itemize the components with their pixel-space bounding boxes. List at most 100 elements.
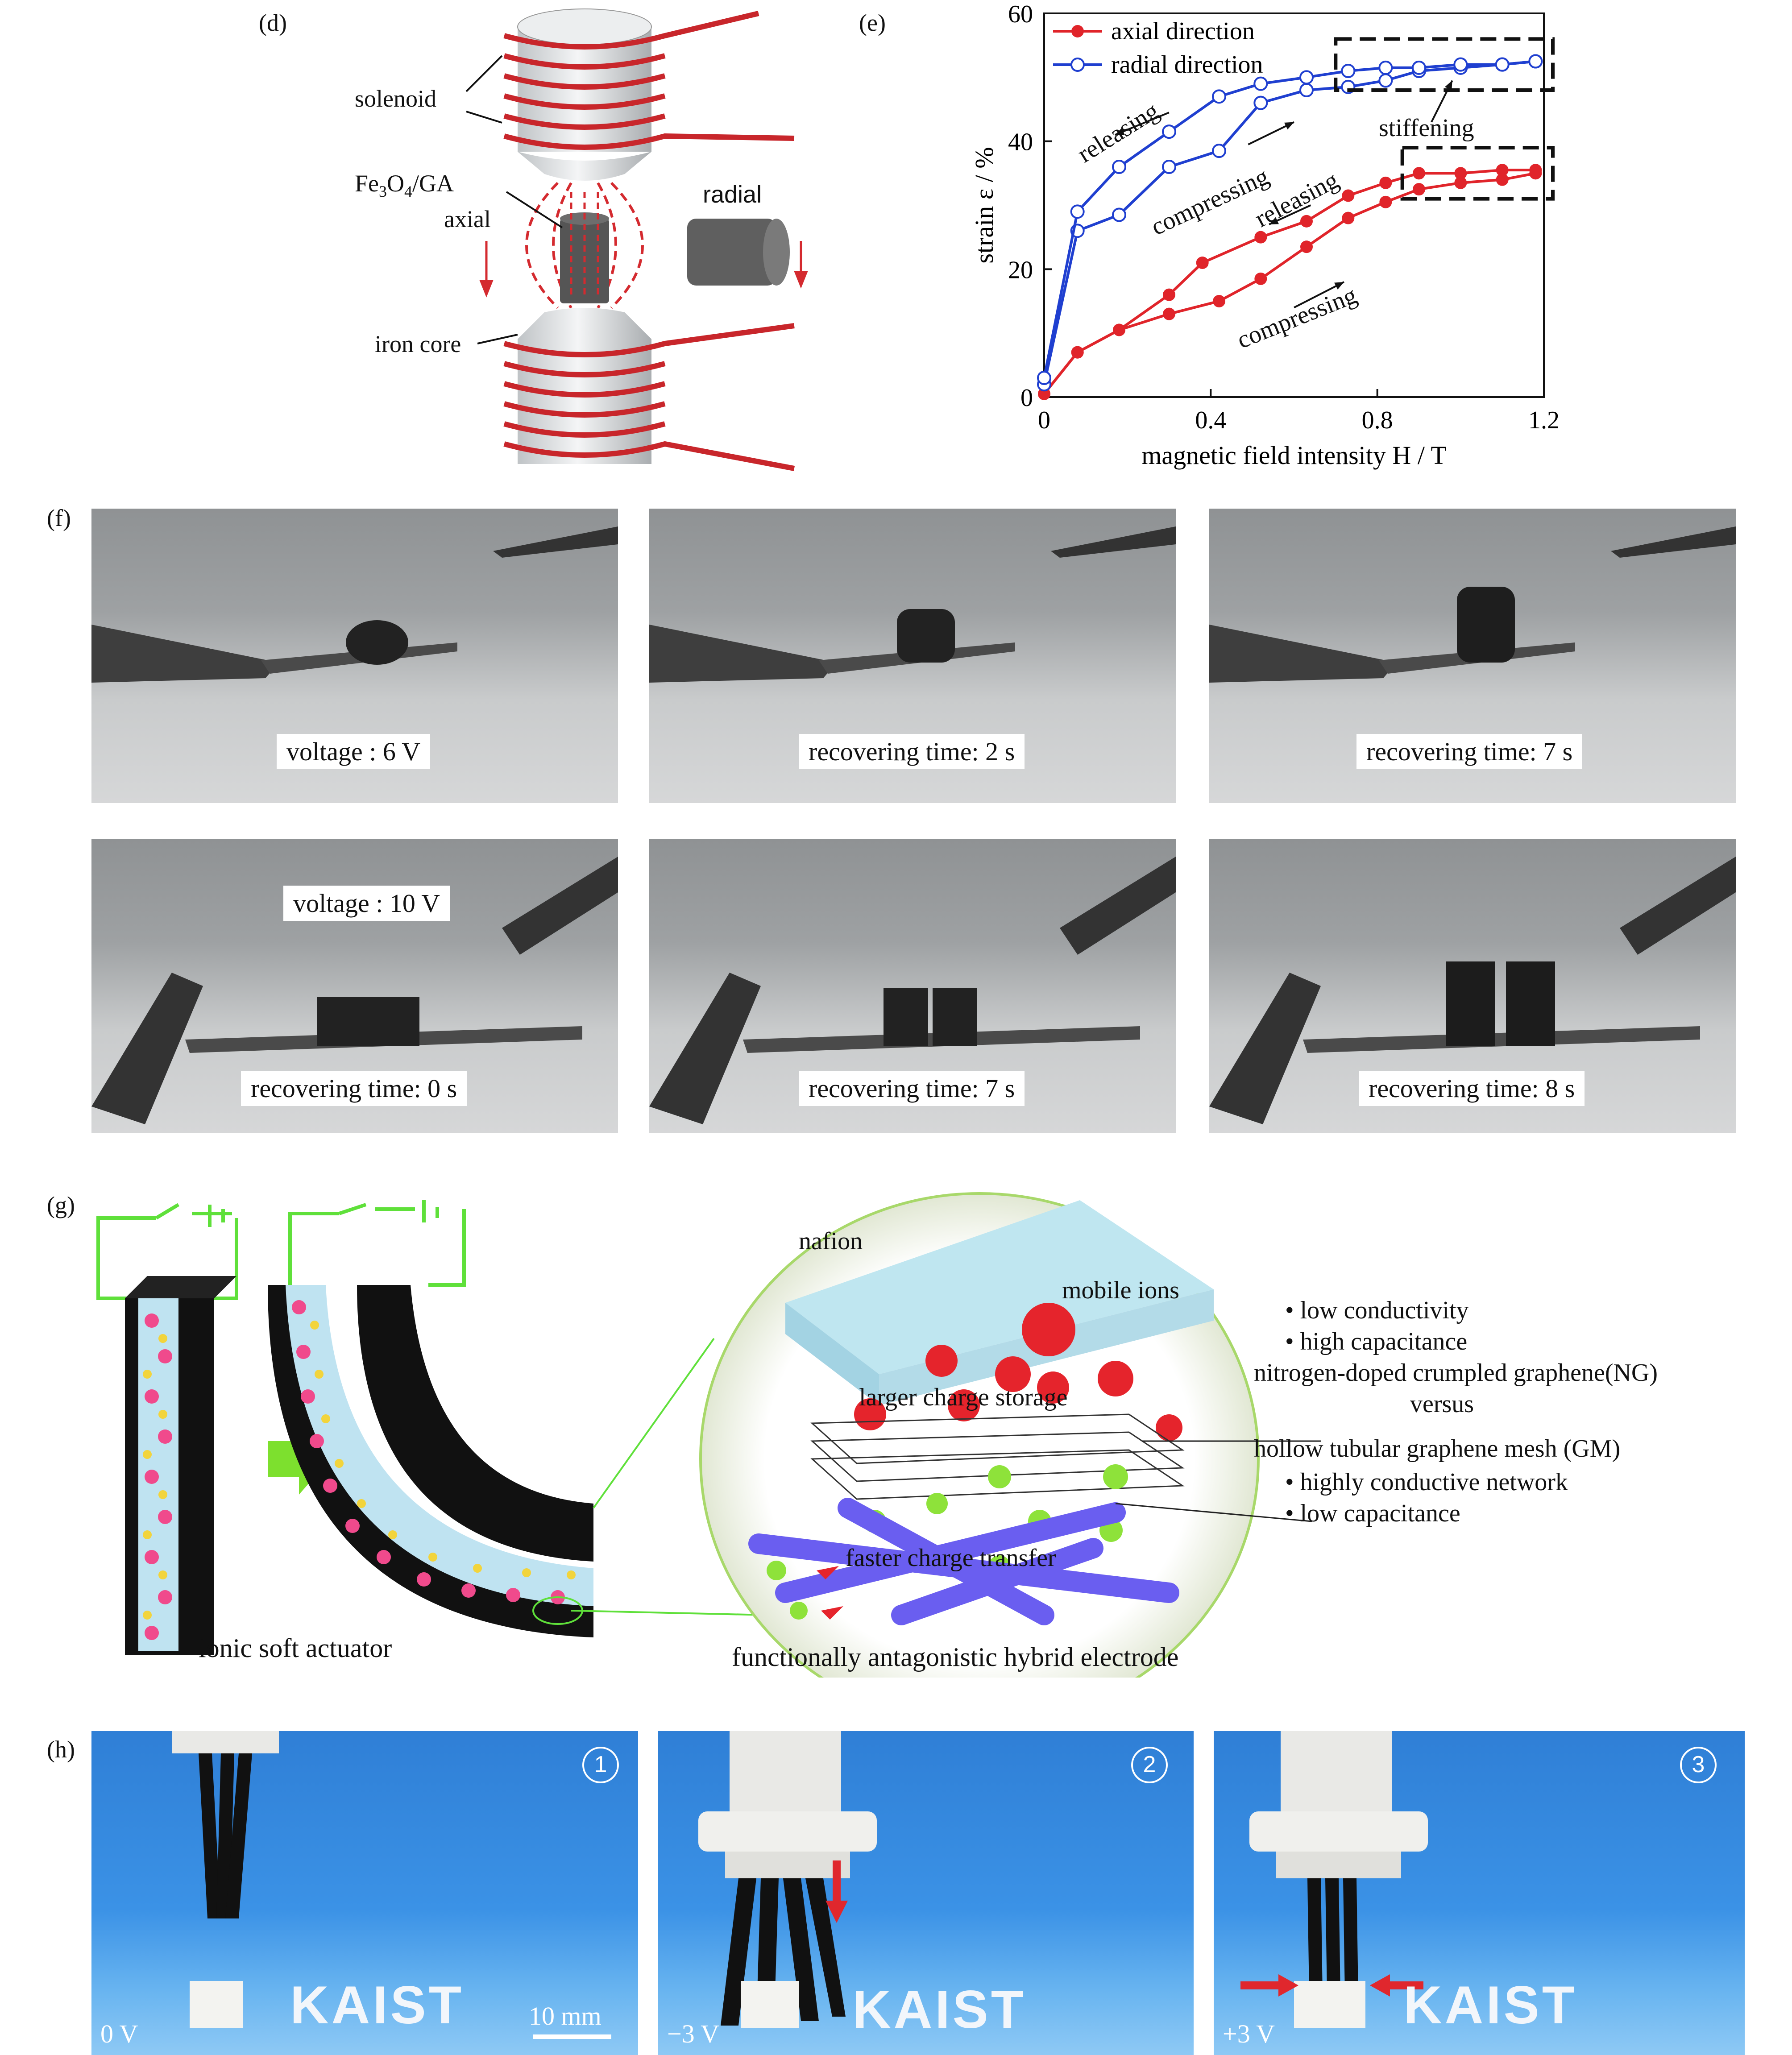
data-point <box>1162 124 1176 139</box>
data-point <box>1212 144 1226 158</box>
data-point <box>1454 167 1467 180</box>
arrow-releasing-top <box>1114 112 1170 136</box>
legend-axial: axial direction <box>1111 17 1255 45</box>
fe-text: Fe <box>355 170 379 197</box>
caption-f5: recovering time: 0 s <box>241 1071 467 1106</box>
solenoid-label: solenoid <box>355 85 436 112</box>
gripper-closed-icon <box>1240 1731 1428 2028</box>
data-point <box>1299 70 1314 85</box>
step-number-2: 2 <box>1131 1747 1168 1783</box>
o-text: O <box>387 170 404 197</box>
data-point <box>1213 295 1225 307</box>
data-point <box>1379 176 1392 189</box>
data-point <box>1529 164 1542 177</box>
photo-f5: recovering time: 7 s <box>649 839 1176 1133</box>
voltage-plus-3v: +3 V <box>1223 2019 1275 2048</box>
data-point <box>1495 57 1510 72</box>
panel-h-label: (h) <box>47 1736 75 1763</box>
legend-radial: radial direction <box>1111 51 1263 79</box>
photo-h2: KAIST 2 −3 V <box>658 1731 1194 2055</box>
x-tick-label: 0.4 <box>1195 406 1226 434</box>
panel-e-label: (e) <box>859 9 886 36</box>
data-point <box>1379 195 1392 208</box>
panel-d-label: (d) <box>259 9 287 36</box>
photo-h1: KAIST 1 0 V 10 mm <box>91 1731 638 2055</box>
y-axis-label: strain ε / % <box>970 147 999 263</box>
data-point <box>1254 231 1267 244</box>
y-tick-label: 0 <box>1020 384 1033 412</box>
stiffening-box-top <box>1334 37 1555 92</box>
data-point <box>1454 176 1467 189</box>
panel-f-label: (f) <box>47 505 71 531</box>
clip-scene-icon <box>91 857 618 1124</box>
clip-scene-icon <box>91 526 618 683</box>
iron-core-label: iron core <box>375 331 461 357</box>
data-point <box>1378 60 1393 75</box>
data-point <box>1496 164 1509 177</box>
nafion-label: nafion <box>799 1227 863 1255</box>
voltage-minus-3v: −3 V <box>667 2019 720 2048</box>
data-point <box>1413 183 1425 196</box>
axial-label: axial <box>444 206 491 232</box>
clip-scene-icon <box>649 526 1176 683</box>
larger-charge-label: larger charge storage <box>859 1384 1068 1411</box>
step-number-3: 3 <box>1680 1747 1717 1783</box>
bullet-low-capacitance: • low capacitance <box>1285 1500 1460 1527</box>
data-point <box>1038 387 1050 400</box>
photo-f1: voltage : 6 V <box>91 509 618 803</box>
caption-f4: voltage : 10 V <box>283 886 450 921</box>
data-point <box>1496 173 1509 186</box>
voltage-0v: 0 V <box>100 2019 138 2048</box>
photo-h3: KAIST 3 +3 V <box>1214 1731 1745 2055</box>
data-point <box>1412 60 1426 75</box>
x-tick-label: 1.2 <box>1528 406 1560 434</box>
arrow-compressing-top-head <box>1284 122 1294 130</box>
data-point <box>1341 64 1356 78</box>
data-point <box>1413 167 1425 180</box>
arrow-releasing-bottom-head <box>1269 217 1279 224</box>
caption-f2: recovering time: 2 s <box>799 734 1025 769</box>
solenoid-diagram <box>465 8 808 471</box>
arrow-compressing-bottom-head <box>1334 282 1344 290</box>
y-tick-label: 20 <box>1008 256 1033 284</box>
data-point <box>1212 89 1226 104</box>
fe3o4-ga-label: Fe3O4/GA <box>355 170 454 201</box>
clip-scene-icon <box>1209 526 1736 683</box>
mobile-ions-label: mobile ions <box>1062 1276 1179 1304</box>
photo-f6: recovering time: 8 s <box>1209 839 1736 1133</box>
bullet-high-capacitance: • high capacitance <box>1285 1328 1468 1355</box>
hybrid-electrode-label: functionally antagonistic hybrid electro… <box>732 1642 1179 1672</box>
data-point <box>1070 204 1085 219</box>
data-point <box>1253 76 1268 91</box>
actuator-diagram <box>96 1192 1321 1678</box>
kaist-logo: KAIST <box>290 1975 464 2035</box>
versus-label: versus <box>1410 1390 1474 1418</box>
bullet-highly-conductive: • highly conductive network <box>1285 1468 1568 1496</box>
caption-f3: recovering time: 7 s <box>1356 734 1583 769</box>
plot-frame <box>1043 12 1545 398</box>
caption-f1: voltage : 6 V <box>277 734 431 769</box>
faster-charge-label: faster charge transfer <box>846 1544 1056 1572</box>
scale-bar <box>533 2034 611 2039</box>
clip-scene-icon <box>649 857 1176 1124</box>
ng-label: nitrogen-doped crumpled graphene(NG) <box>1254 1359 1658 1387</box>
data-point <box>1037 371 1051 385</box>
o-sub: 4 <box>404 182 412 200</box>
clip-scene-icon <box>1209 857 1736 1124</box>
arrow-stiffening-head <box>1444 80 1452 91</box>
data-point <box>1300 240 1313 253</box>
photo-f4: voltage : 10 V recovering time: 0 s <box>91 839 618 1133</box>
fe-sub: 3 <box>379 182 387 200</box>
data-point <box>1112 207 1126 222</box>
photo-f3: recovering time: 7 s <box>1209 509 1736 803</box>
scale-bar-label: 10 mm <box>529 2001 601 2030</box>
data-point <box>1342 189 1355 202</box>
kaist-logo: KAIST <box>1403 1975 1577 2035</box>
panel-g-label: (g) <box>47 1192 75 1218</box>
ga-text: /GA <box>412 170 454 197</box>
photo-f2: recovering time: 2 s <box>649 509 1176 803</box>
gripper-down-icon <box>698 1731 877 2028</box>
data-point <box>1196 257 1209 269</box>
caption-f6: recovering time: 7 s <box>799 1071 1025 1106</box>
